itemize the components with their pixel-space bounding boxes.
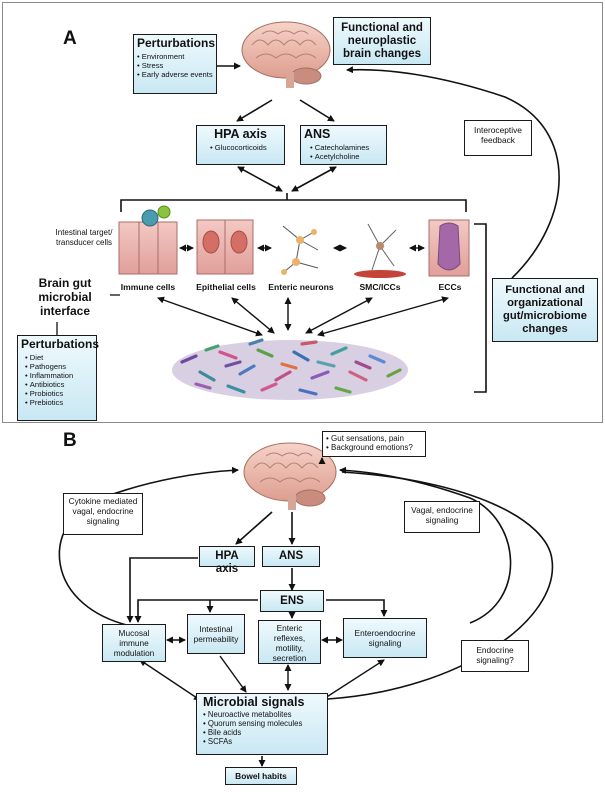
functional-gut-box: Functional and organizational gut/microb… (492, 278, 598, 342)
functional-brain-box: Functional and neuroplastic brain change… (333, 17, 431, 65)
hpa-axis-label-b: HPA axis (215, 550, 239, 575)
eccs-illustration (428, 219, 470, 277)
microbial-signal-item: Bile acids (203, 728, 324, 737)
microbiota-illustration (172, 338, 408, 400)
perturbations-top-box: Perturbations Environment Stress Early a… (133, 34, 217, 94)
bowel-habits-box: Bowel habits (225, 767, 297, 785)
vagal-signaling-box: Vagal, endocrine signaling (404, 501, 480, 533)
panel-a-letter: A (63, 28, 77, 49)
ans-item: Catecholamines (310, 143, 383, 152)
ans-label-b: ANS (278, 550, 304, 562)
immune-cells-illustration (118, 205, 178, 275)
microbial-signals-box: Microbial signals Neuroactive metabolite… (196, 693, 328, 755)
cytokine-signaling-box: Cytokine mediated vagal, endocrine signa… (63, 493, 143, 535)
perturbation-item: Prebiotics (25, 398, 93, 407)
interoceptive-feedback-box: Interoceptive feedback (464, 120, 532, 156)
cell-label-enteric: Enteric neurons (268, 282, 334, 292)
perturbation-item: Stress (137, 61, 213, 70)
cell-label-smc: SMC/ICCs (359, 282, 401, 292)
functional-brain-text: Functional and neuroplastic brain change… (341, 22, 423, 60)
intestinal-target-label: Intestinal target/ transducer cells (55, 228, 113, 247)
perturbation-item: Pathogens (25, 362, 93, 371)
cell-label-immune: Immune cells (120, 282, 176, 292)
ans-box-a: ANS Catecholamines Acetylcholine (300, 125, 387, 165)
enteric-neurons-illustration (281, 225, 319, 275)
hpa-axis-box-a: HPA axis Glucocorticoids (196, 125, 285, 165)
perturbations-bottom-title: Perturbations (21, 337, 100, 351)
hpa-axis-title: HPA axis (214, 127, 267, 141)
ans-item: Acetylcholine (310, 152, 383, 161)
perturbation-item: Inflammation (25, 371, 93, 380)
microbial-signal-item: Quorum sensing molecules (203, 719, 324, 728)
perturbation-item: Early adverse events (137, 70, 213, 79)
functional-gut-text: Functional and organizational gut/microb… (503, 284, 587, 335)
gut-sensation-item: Gut sensations, pain (326, 434, 422, 443)
smc-iccs-illustration (354, 223, 406, 278)
mucosal-immune-box: Mucosal immune modulation (102, 624, 166, 662)
brain-illustration-b (243, 442, 337, 510)
ens-label: ENS (280, 595, 304, 607)
intestinal-permeability-box: Intestinal permeability (187, 614, 245, 654)
perturbation-item: Diet (25, 353, 93, 362)
microbial-signal-item: SCFAs (203, 737, 324, 746)
brain-gut-interface-label: Brain gut microbial interface (38, 276, 92, 318)
perturbations-top-title: Perturbations (137, 36, 216, 50)
epithelial-cells-illustration (196, 219, 254, 275)
ans-box-b: ANS (262, 546, 320, 567)
cell-label-eccs: ECCs (438, 282, 462, 292)
perturbation-item: Probiotics (25, 389, 93, 398)
hpa-item: Glucocorticoids (210, 143, 281, 152)
perturbations-bottom-box: Perturbations Diet Pathogens Inflammatio… (17, 335, 100, 421)
perturbation-item: Antibiotics (25, 380, 93, 389)
microbial-signal-item: Neuroactive metabolites (203, 710, 324, 719)
endocrine-signaling-box: Endocrine signaling? (461, 640, 529, 672)
enteroendocrine-box: Enteroendocrine signaling (343, 618, 427, 658)
perturbations-top-list: Environment Stress Early adverse events (137, 52, 213, 79)
hpa-axis-box-b: HPA axis (199, 546, 255, 575)
panel-b-letter: B (63, 430, 77, 451)
perturbation-item: Environment (137, 52, 213, 61)
enteric-reflexes-box: Enteric reflexes, motility, secretion (258, 620, 321, 664)
ans-title: ANS (304, 127, 331, 141)
brain-illustration-a (241, 21, 331, 88)
gut-sensation-item: Background emotions? (326, 443, 422, 452)
ens-box: ENS (260, 590, 324, 612)
microbial-signals-title: Microbial signals (203, 695, 305, 709)
cell-label-epithelial: Epithelial cells (196, 282, 256, 292)
gut-sensations-box: Gut sensations, pain Background emotions… (322, 431, 426, 457)
